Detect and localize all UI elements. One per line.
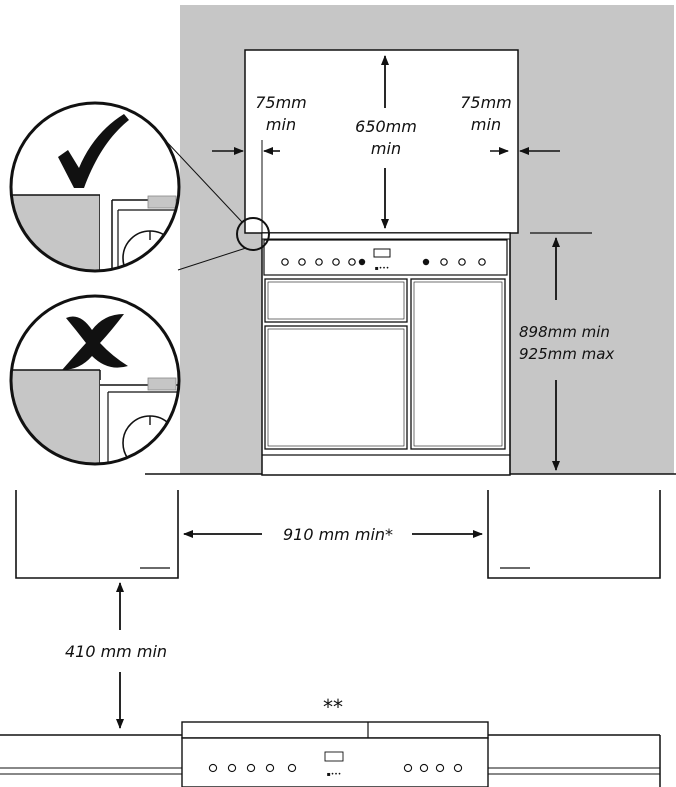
plan-right-cabinet (487, 490, 661, 579)
detail-marker-circle (236, 217, 270, 251)
check-mark-icon (58, 114, 129, 188)
detail-incorrect (9, 294, 181, 466)
height-max-label: 925mm max (519, 345, 614, 363)
upper-recess (244, 49, 519, 234)
note-marker: ** (323, 695, 343, 719)
top-clearance-label-2: min (371, 139, 401, 158)
top-clearance-label-1: 650mm (355, 117, 417, 136)
right-oven-door (410, 278, 506, 450)
plan-left-cabinet (15, 490, 179, 579)
plan-worktop-and-cooker: ▪••• (0, 721, 661, 787)
side-gap-left-label-1: 75mm (255, 93, 307, 112)
width-label: 910 mm min* (283, 525, 393, 544)
control-panel (263, 239, 508, 276)
side-gap-left-label-2: min (266, 115, 296, 134)
cross-mark-icon (62, 314, 128, 370)
detail-correct (9, 101, 181, 273)
svg-text:▪•••: ▪••• (327, 771, 342, 778)
depth-label: 410 mm min (65, 642, 167, 661)
height-min-label: 898mm min (519, 323, 610, 341)
left-main-oven-door (264, 325, 408, 450)
side-gap-right-label-1: 75mm (460, 93, 512, 112)
cooker-front-view: ▪••• (261, 232, 511, 476)
side-gap-right-label-2: min (471, 115, 501, 134)
clock-display (373, 248, 391, 258)
left-top-oven-door (264, 278, 408, 323)
svg-text:▪•••: ▪••• (375, 265, 390, 272)
